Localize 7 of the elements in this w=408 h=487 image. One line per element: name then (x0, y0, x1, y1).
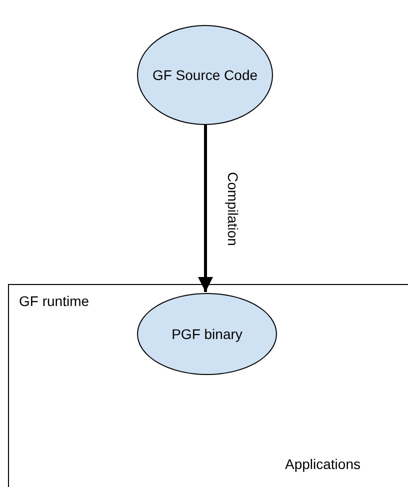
edge-label: Compilation (224, 172, 240, 246)
frame-title: GF runtime (19, 293, 90, 309)
arrow (198, 125, 213, 292)
node-label: GF Source Code (152, 67, 258, 83)
runtime-frame (8, 284, 408, 487)
text-label: Applications (285, 456, 360, 472)
node-label: PGF binary (172, 326, 242, 342)
